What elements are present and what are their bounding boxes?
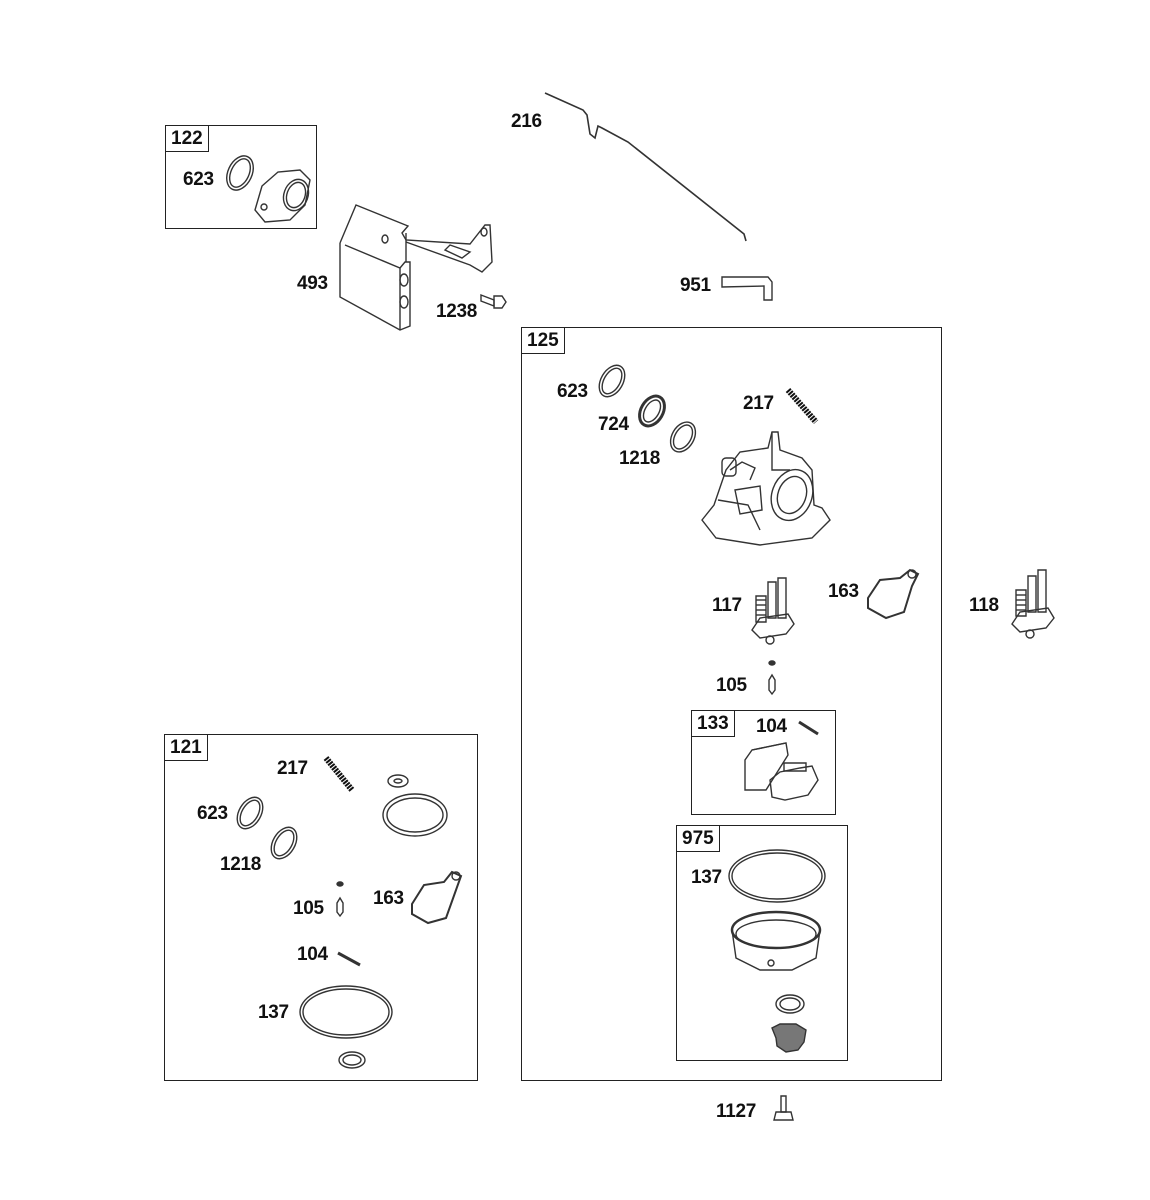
bolt-1127-icon[interactable] [774,1096,793,1120]
kit-box-133: 133 [691,710,836,815]
part-label-104[interactable]: 104 [756,716,787,737]
part-label-1218[interactable]: 1218 [619,448,661,469]
part-label-1238[interactable]: 1238 [436,301,478,322]
lever-951-icon[interactable] [722,277,772,300]
kit-box-121: 121 [164,734,478,1081]
kit-tag-133[interactable]: 133 [692,711,735,737]
part-label-118[interactable]: 118 [969,595,999,616]
part-label-217[interactable]: 217 [277,758,308,779]
kit-box-975: 975 [676,825,848,1061]
part-label-623[interactable]: 623 [197,803,228,824]
part-label-137[interactable]: 137 [691,867,722,888]
part-label-493[interactable]: 493 [297,273,328,294]
kit-tag-122[interactable]: 122 [166,126,209,152]
part-label-137[interactable]: 137 [258,1002,289,1023]
part-label-724[interactable]: 724 [598,414,629,435]
governor-link-216-icon[interactable] [545,93,746,241]
kit-tag-125[interactable]: 125 [522,328,565,354]
part-label-216[interactable]: 216 [511,111,542,132]
part-label-623[interactable]: 623 [557,381,588,402]
kit-tag-975[interactable]: 975 [677,826,720,852]
kit-box-122: 122 [165,125,317,229]
valve-118-icon[interactable] [1012,570,1054,638]
screw-1238-icon[interactable] [481,295,506,308]
part-label-105[interactable]: 105 [293,898,324,919]
part-label-163[interactable]: 163 [373,888,404,909]
kit-tag-121[interactable]: 121 [165,735,208,761]
part-label-217[interactable]: 217 [743,393,774,414]
part-label-163[interactable]: 163 [828,581,859,602]
part-label-1218[interactable]: 1218 [220,854,262,875]
part-label-105[interactable]: 105 [716,675,747,696]
kit-box-125: 125 [521,327,942,1081]
part-label-951[interactable]: 951 [680,275,711,296]
part-label-623[interactable]: 623 [183,169,214,190]
part-label-1127[interactable]: 1127 [716,1101,757,1122]
part-label-117[interactable]: 117 [712,595,742,616]
part-label-104[interactable]: 104 [297,944,328,965]
